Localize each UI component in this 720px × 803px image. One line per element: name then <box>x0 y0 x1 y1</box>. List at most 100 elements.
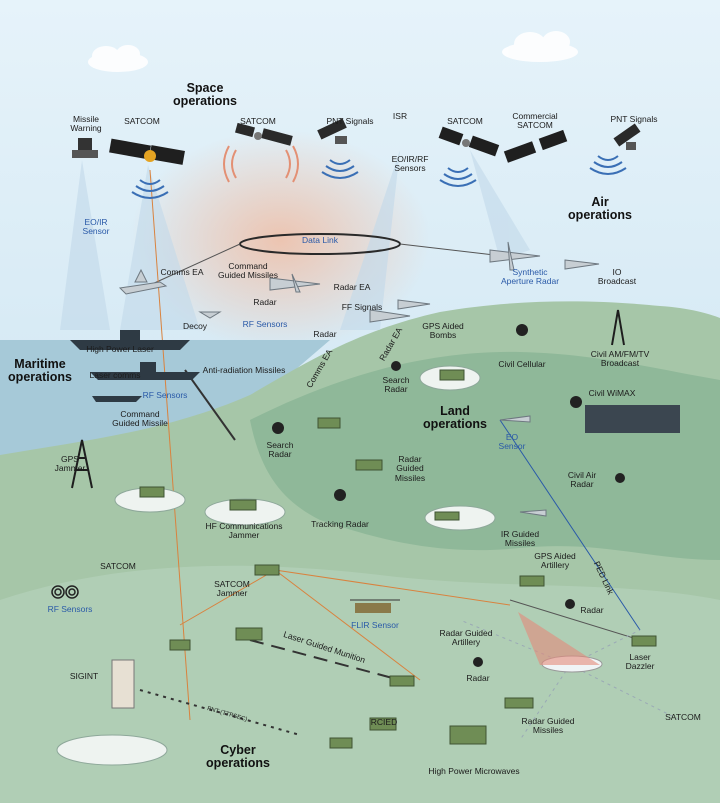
heading-line: operations <box>173 94 237 109</box>
label-line: Laser <box>629 652 651 662</box>
satellite-icon <box>613 123 641 150</box>
antenna-tower-icon <box>71 309 625 489</box>
rf-sensors-label: RF Sensors <box>47 604 93 614</box>
satcom-label: SATCOM <box>240 116 276 126</box>
rf-sensors-label: RF Sensors <box>142 390 188 400</box>
label-line: Missile <box>73 114 99 124</box>
label-line: SATCOM <box>517 120 553 131</box>
satellite-icon <box>109 138 185 165</box>
sigint-tower <box>111 659 135 709</box>
label-line: Radar Guided <box>439 628 493 638</box>
pnt-signals-label: PNT Signals <box>610 114 658 124</box>
heading-line: operations <box>206 756 270 771</box>
radar-label: Radar <box>253 297 277 307</box>
radar-label: Radar <box>466 673 490 683</box>
pnt-signals-label: PNT Signals <box>326 116 374 126</box>
link-lines <box>139 169 641 736</box>
label-line: IO <box>612 267 622 277</box>
label-line: Command <box>120 409 160 419</box>
label-line: Civil AM/FM/TV <box>590 349 650 359</box>
label-line: GPS <box>61 454 79 464</box>
radar-label: Radar <box>313 329 337 339</box>
heading-line: Land <box>440 404 470 418</box>
label-line: Radar <box>384 384 408 395</box>
label-line: Sensors <box>394 163 426 174</box>
label-line: Search <box>382 375 410 385</box>
label-line: Guided Missile <box>112 418 168 429</box>
signal-waves-icon <box>223 145 299 183</box>
satellite-icon <box>438 126 500 157</box>
label-line: Warning <box>70 123 102 134</box>
label-line: Bombs <box>429 330 457 341</box>
satellite-icon <box>235 122 293 146</box>
label-line: SATCOM <box>214 579 250 589</box>
label-line: Jammer <box>54 463 86 474</box>
label-line: Broadcast <box>597 276 637 287</box>
satellite-icon <box>317 118 347 144</box>
heading-line: operations <box>423 417 487 432</box>
label-line: Civil Air <box>567 470 597 480</box>
label-line: Radar Guided <box>521 716 575 726</box>
label-line: HF Communications <box>205 521 283 531</box>
label-line: EO <box>505 432 519 442</box>
label-line: Missiles <box>532 725 564 736</box>
helicopter-icon <box>350 599 400 613</box>
label-line: Missiles <box>504 538 536 549</box>
high-power-laser-label: High Power Laser <box>86 344 154 354</box>
satcom-label: SATCOM <box>447 116 483 126</box>
heading-line: Maritime <box>14 357 66 371</box>
label-line: IR Guided <box>500 529 540 539</box>
rf-sensors-label: RF Sensors <box>242 319 288 329</box>
label-line: Radar <box>268 449 292 460</box>
label-line: Command <box>228 261 268 271</box>
sea <box>0 340 330 460</box>
rcied-label: RCIED <box>370 717 398 727</box>
missile-warning-icon <box>72 138 98 158</box>
ff-signals-label: FF Signals <box>341 302 383 312</box>
civil-cellular-label: Civil Cellular <box>498 359 546 369</box>
label-line: Dazzler <box>625 661 655 672</box>
label-line: Guided <box>396 463 424 474</box>
label-line: Guided Missiles <box>218 270 278 281</box>
label-line: Search <box>266 440 294 450</box>
heading-line: Space <box>186 81 224 95</box>
comms-ea-label: Comms EA <box>160 267 204 277</box>
satellite-icon <box>503 129 568 163</box>
laser-beam <box>518 612 600 665</box>
radar-label: Radar <box>580 605 604 615</box>
radar-net <box>459 619 681 741</box>
heading-line: Air <box>591 195 609 209</box>
tank-icon <box>139 369 657 749</box>
civil-wimax-label: Civil WiMAX <box>588 388 636 398</box>
laser-comms-label: Laser comms <box>89 370 141 380</box>
ship-icon <box>70 330 200 402</box>
heading-line: operations <box>568 208 632 223</box>
cloud <box>88 31 578 72</box>
label-line: EO/IR/RF <box>391 154 429 164</box>
